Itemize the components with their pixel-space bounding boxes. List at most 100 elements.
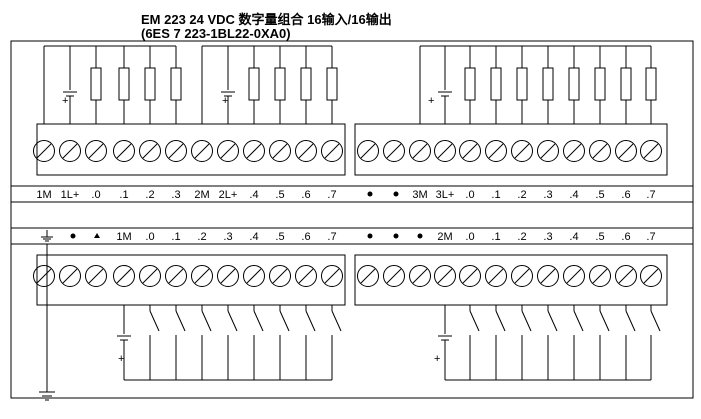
in-label-j1: .1 [491,231,500,243]
out-label-3m: 3M [412,189,427,201]
in-label-j4: .4 [569,231,578,243]
screw-slot [488,268,504,284]
input-switch [521,310,532,332]
screw-slot [437,268,453,284]
screw-slot [88,143,104,159]
screw-terminal [459,265,481,287]
screw-terminal [269,140,291,162]
screw-terminal [409,265,431,287]
screw-terminal [217,265,239,287]
screw-slot [386,268,402,284]
screw-slot [298,143,314,159]
screw-slot [618,143,634,159]
out-label-r3: .3 [543,189,552,201]
load-resistor [594,67,606,101]
screw-terminal [33,140,55,162]
screw-terminal [485,140,507,162]
out-label-1lplus: 1L+ [61,189,80,201]
in-label-j6: .6 [621,231,630,243]
in-label-i0: .0 [145,231,154,243]
screw-terminal [383,140,405,162]
screw-terminal [191,140,213,162]
in-label-j0: .0 [465,231,474,243]
input-switch [279,310,290,332]
screw-terminal [321,265,343,287]
out-label-q2: .2 [145,189,154,201]
in-label-i3: .3 [223,231,232,243]
input-switch [573,310,584,332]
output-labels-left: 1M 1L+ .0 .1 .2 .3 2M 2L+ .4 .5 .6 .7 [36,189,336,201]
screw-slot [116,143,132,159]
out-label-1m: 1M [36,189,51,201]
out-label-r7: .7 [646,189,655,201]
screw-slot [462,268,478,284]
screw-slot [643,143,659,159]
screw-slot [298,268,314,284]
input-switch [201,310,212,332]
screw-terminal [243,140,265,162]
unused-dot [70,233,76,239]
screw-slot [643,268,659,284]
screw-terminal [409,140,431,162]
input-switch [305,310,316,332]
screw-slot [360,268,376,284]
load-resistor [300,67,312,101]
screw-terminal [357,140,379,162]
screw-terminal [511,265,533,287]
in-label-i4: .4 [249,231,258,243]
input-switch [227,310,238,332]
input-switch [149,310,160,332]
screw-terminal [615,140,637,162]
out-label-q4: .4 [249,189,258,201]
input-labels-left: 1M .0 .1 .2 .3 .4 .5 .6 .7 [116,231,336,243]
screw-terminal [295,265,317,287]
input-switch [495,310,506,332]
screw-slot [514,268,530,284]
screw-slot [488,143,504,159]
unused-dot [393,191,399,197]
screw-slot [194,268,210,284]
screw-slot [324,143,340,159]
load-resistor [326,67,338,101]
screw-terminal [563,265,585,287]
terminal-block-top-left [36,123,346,176]
screw-terminal [537,140,559,162]
screw-slot [324,268,340,284]
load-resistor [490,67,502,101]
in-label-j7: .7 [646,231,655,243]
load-resistor [90,67,102,101]
screw-terminal [321,140,343,162]
screw-slot [412,268,428,284]
unused-dot [393,233,399,239]
unused-dot [94,233,100,238]
unused-dot [367,233,373,239]
module-frame [10,40,694,399]
in-label-i1: .1 [171,231,180,243]
in-label-j3: .3 [543,231,552,243]
output-labels-right: 3M 3L+ .0 .1 .2 .3 .4 .5 .6 .7 [412,189,655,201]
screw-slot [592,268,608,284]
out-label-r0: .0 [465,189,474,201]
in-label-1m: 1M [116,231,131,243]
load-resistor [542,67,554,101]
load-resistor [144,67,156,101]
out-label-r5: .5 [595,189,604,201]
battery-plus-sign: + [62,95,68,107]
input-switch [469,310,480,332]
screw-terminal [434,140,456,162]
screw-slot [62,143,78,159]
screw-terminal [269,265,291,287]
load-resistor [516,67,528,101]
out-label-r2: .2 [517,189,526,201]
in-label-j5: .5 [595,231,604,243]
screw-slot [36,268,52,284]
screw-slot [360,143,376,159]
in-label-i6: .6 [301,231,310,243]
screw-slot [246,143,262,159]
screw-terminal [217,140,239,162]
screw-terminal [640,265,662,287]
screw-slot [168,143,184,159]
screw-terminal [139,265,161,287]
screw-terminal [459,140,481,162]
out-label-r1: .1 [491,189,500,201]
